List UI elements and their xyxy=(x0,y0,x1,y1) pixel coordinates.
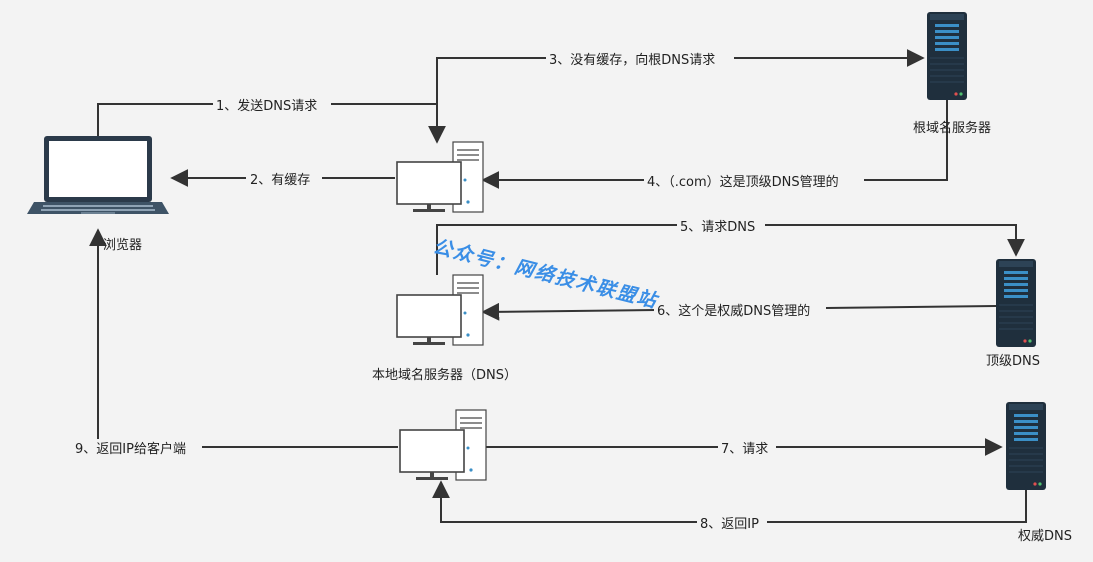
step-label-9: 9、返回IP给客户端 xyxy=(75,441,186,457)
laptop-icon xyxy=(27,136,169,214)
step-label-4: 4、（.com）这是顶级DNS管理的 xyxy=(647,174,839,190)
arrow-step9 xyxy=(89,228,398,448)
local-dns-pc-icon xyxy=(396,141,484,213)
node-label-root-dns: 根域名服务器 xyxy=(913,120,991,136)
local-dns-pc-icon xyxy=(399,409,487,481)
step-label-7: 7、请求 xyxy=(721,442,768,457)
node-label-auth-dns: 权威DNS xyxy=(1018,528,1072,544)
tld-dns-server-icon xyxy=(995,258,1037,348)
root-dns-server-icon xyxy=(926,11,968,101)
step-label-5: 5、请求DNS xyxy=(680,220,755,235)
auth-dns-server-icon xyxy=(1005,401,1047,491)
step-label-6: 6、这个是权威DNS管理的 xyxy=(657,303,810,319)
step-label-1: 1、发送DNS请求 xyxy=(216,98,317,114)
step-label-2: 2、有缓存 xyxy=(250,173,310,188)
arrow-step4 xyxy=(481,100,948,189)
node-label-local-dns: 本地域名服务器（DNS） xyxy=(372,367,517,383)
step-label-3: 3、没有缓存，向根DNS请求 xyxy=(549,52,715,68)
local-dns-pc-icon xyxy=(396,274,484,346)
arrow-step3 xyxy=(436,49,925,104)
step-label-8: 8、返回IP xyxy=(700,517,759,532)
node-label-tld-dns: 顶级DNS xyxy=(986,354,1040,369)
node-label-browser: 浏览器 xyxy=(103,237,142,253)
